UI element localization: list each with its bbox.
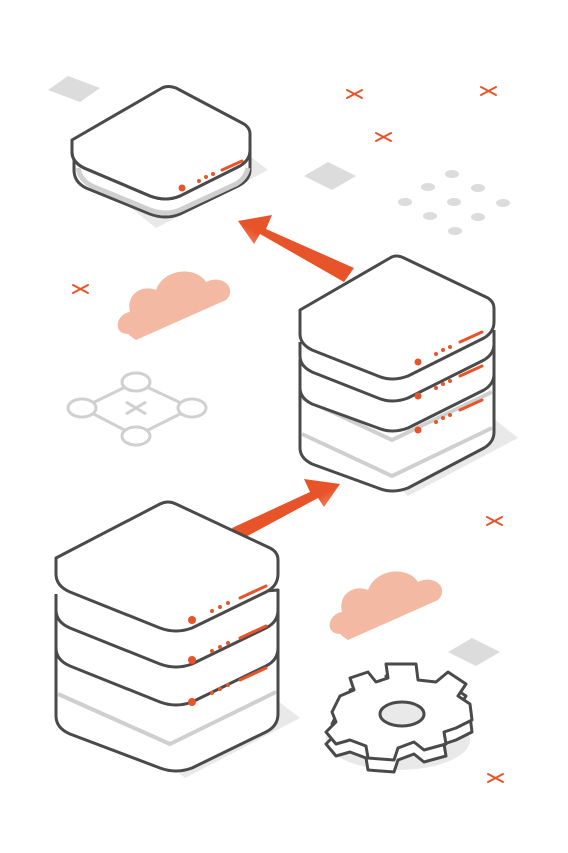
cloud-icon [117, 271, 231, 340]
gear-icon [324, 662, 474, 774]
server-middle-stack [298, 254, 496, 493]
decor-square [48, 76, 100, 102]
decor-square [448, 638, 500, 666]
server-bottom-stack [54, 500, 280, 773]
decor-square [304, 162, 356, 190]
network-node-icon [66, 371, 208, 447]
x-marks [72, 86, 504, 783]
arrow-upper [238, 215, 354, 282]
arrow-lower [232, 479, 340, 540]
server-top [70, 85, 252, 219]
cloud-icon [329, 571, 443, 640]
dot-grid [398, 170, 510, 235]
